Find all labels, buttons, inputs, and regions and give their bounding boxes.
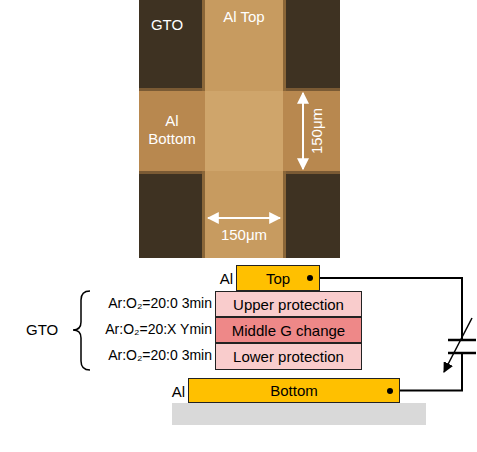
process-condition: Ar:O₂=20:0 3min <box>62 347 212 364</box>
layer-name: Bottom <box>270 382 318 399</box>
layer-name: Lower protection <box>233 348 344 365</box>
region-label: Al Top <box>219 8 269 26</box>
material-label: Al <box>172 382 185 399</box>
terminal-dot <box>387 388 393 394</box>
substrate <box>172 403 426 425</box>
electrode-layer: AlTop <box>236 265 320 291</box>
micrograph <box>139 0 340 258</box>
region-label: GTO <box>147 16 187 34</box>
layer-name: Middle G change <box>232 322 345 339</box>
region-label: Al Bottom <box>140 112 204 148</box>
gto-layer: Upper protection <box>215 291 362 317</box>
gto-layer: Middle G change <box>215 317 362 343</box>
material-label: Al <box>220 270 233 287</box>
brace <box>73 291 90 370</box>
process-condition: Ar:O₂=20:X Ymin <box>62 321 212 338</box>
layer-name: Top <box>266 270 290 287</box>
dimension-label: 150μm <box>308 96 326 166</box>
layer-name: Upper protection <box>233 296 344 313</box>
process-condition: Ar:O₂=20:0 3min <box>62 295 212 312</box>
region-label: GTO <box>26 321 70 339</box>
dimension-label: 150μm <box>209 226 279 244</box>
electrode-layer: AlBottom <box>188 378 400 403</box>
gto-layer: Lower protection <box>215 343 362 370</box>
terminal-dot <box>307 275 313 281</box>
